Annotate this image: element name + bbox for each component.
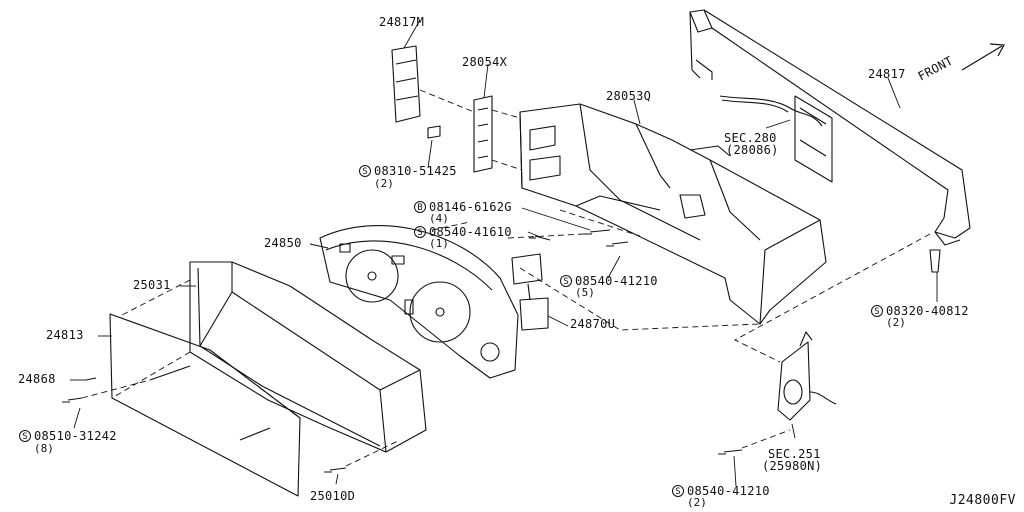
- s-mark-icon: S: [560, 275, 572, 287]
- label-sec251: SEC.251: [768, 447, 821, 461]
- combination-meter-24850: [319, 225, 519, 379]
- fastener-qty: (5): [575, 286, 595, 299]
- fastener-qty: (2): [886, 316, 906, 329]
- label-24817M: 24817M: [379, 15, 425, 29]
- fastener-code: 08310-51425: [374, 164, 457, 178]
- s-mark-icon: S: [19, 430, 31, 442]
- label-sec280: SEC.280: [724, 131, 777, 145]
- label-24868: 24868: [18, 372, 56, 386]
- fastener-qty: (2): [687, 496, 707, 509]
- cluster-housing-28053Q: [519, 103, 827, 325]
- b-mark-icon: B: [414, 201, 426, 213]
- meter-hood-25031: [189, 261, 427, 453]
- label-25031: 25031: [133, 278, 171, 292]
- label-28053Q: 28053Q: [606, 89, 652, 103]
- fastener-qty: (8): [34, 442, 54, 455]
- bracket-28086: [719, 95, 833, 183]
- bracket-28054X: [473, 95, 493, 173]
- fastener-qty: (1): [429, 237, 449, 250]
- switch-24817M: [391, 45, 421, 123]
- fastener-qty: (2): [374, 177, 394, 190]
- label-24813: 24813: [46, 328, 84, 342]
- s-mark-icon: S: [359, 165, 371, 177]
- label-25010D: 25010D: [310, 489, 356, 503]
- fastener-code: 08540-41210: [687, 484, 770, 498]
- leader-lines: [70, 19, 938, 487]
- front-arrow-icon: [961, 43, 1005, 71]
- connector-24870U: [511, 253, 549, 331]
- label-sec280-sub: (28086): [726, 143, 779, 157]
- label-28054X: 28054X: [462, 55, 508, 69]
- fastener-code: 08540-41610: [429, 225, 512, 239]
- s-mark-icon: S: [871, 305, 883, 317]
- fastener-code: 08320-40812: [886, 304, 969, 318]
- label-24870U: 24870U: [570, 317, 616, 331]
- switch-assy-25980N: [777, 331, 837, 421]
- screws: [62, 125, 941, 473]
- assembly-lines: [81, 89, 931, 467]
- label-24817: 24817: [868, 67, 906, 81]
- fastener-qty: (4): [429, 212, 449, 225]
- label-24850: 24850: [264, 236, 302, 250]
- s-mark-icon: S: [672, 485, 684, 497]
- s-mark-icon: S: [414, 226, 426, 238]
- lens-24813: [109, 313, 301, 497]
- fastener-code: 08146-6162G: [429, 200, 512, 214]
- label-sec251-sub: (25980N): [762, 459, 823, 473]
- upper-cover-24817: [689, 9, 971, 246]
- diagram-reference: J24800FV: [949, 493, 1016, 508]
- fastener-code: 08510-31242: [34, 429, 117, 443]
- fastener-code: 08540-41210: [575, 274, 658, 288]
